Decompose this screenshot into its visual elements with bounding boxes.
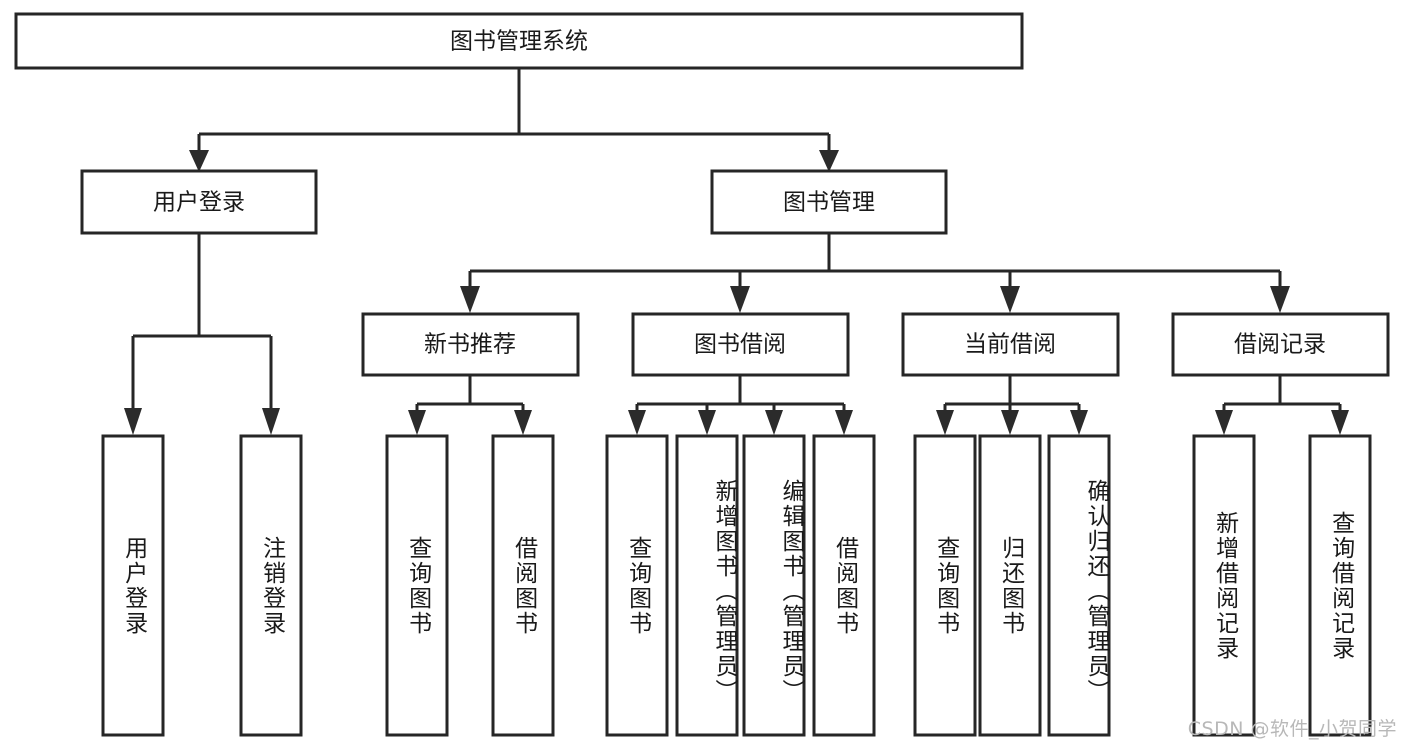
node-root-label: 图书管理系统 [450, 29, 588, 55]
arrow-new-book-leaf2-icon [514, 410, 532, 435]
arrow-current-borrow-leaf3-icon [1070, 410, 1088, 435]
csdn-watermark: CSDN @软件_小贺同学 [1187, 718, 1397, 740]
node-book-borrow[interactable]: 图书借阅 [631, 312, 850, 377]
node-leaf-return-book-box[interactable] [978, 434, 1042, 737]
node-user-login[interactable]: 用户登录 [80, 169, 318, 235]
node-leaf-user-logout-box[interactable] [239, 434, 303, 737]
node-leaf-query-book-3-box[interactable] [913, 434, 977, 737]
node-leaf-query-record-box[interactable] [1308, 434, 1372, 737]
arrow-user-login-leaf1-icon [124, 408, 142, 435]
node-new-book-recommend-box[interactable] [361, 312, 580, 377]
node-current-borrow-label: 当前借阅 [964, 332, 1056, 358]
arrow-book-borrow-leaf4-icon [835, 410, 853, 435]
node-leaf-borrow-book-2-box[interactable] [812, 434, 876, 737]
node-book-manage-label: 图书管理 [783, 190, 875, 216]
arrow-to-borrow-record-icon [1270, 286, 1290, 313]
arrow-to-current-borrow-icon [1000, 286, 1020, 313]
node-leaf-query-book-1-box[interactable] [385, 434, 449, 737]
node-new-book-recommend[interactable]: 新书推荐 [361, 312, 580, 377]
arrow-to-user-login-icon [189, 150, 209, 172]
node-book-manage-box[interactable] [710, 169, 948, 235]
arrow-to-new-book-icon [460, 286, 480, 313]
node-current-borrow[interactable]: 当前借阅 [901, 312, 1120, 377]
node-leaf-edit-book-box[interactable] [742, 434, 806, 737]
arrow-borrow-record-leaf2-icon [1331, 410, 1349, 435]
node-root-box[interactable] [14, 12, 1024, 70]
node-book-borrow-box[interactable] [631, 312, 850, 377]
arrow-user-login-leaf2-icon [262, 408, 280, 435]
node-user-login-box[interactable] [80, 169, 318, 235]
node-user-login-label: 用户登录 [153, 190, 245, 216]
arrow-book-borrow-leaf3-icon [765, 410, 783, 435]
arrow-borrow-record-leaf1-icon [1215, 410, 1233, 435]
node-borrow-record-label: 借阅记录 [1234, 332, 1326, 358]
arrow-current-borrow-leaf1-icon [936, 410, 954, 435]
arrow-to-book-borrow-icon [730, 286, 750, 313]
node-root[interactable]: 图书管理系统 [14, 12, 1024, 70]
arrow-book-borrow-leaf2-icon [698, 410, 716, 435]
arrow-current-borrow-leaf2-icon [1001, 410, 1019, 435]
node-leaf-confirm-return-box[interactable] [1047, 434, 1111, 737]
node-leaf-query-book-2-box[interactable] [605, 434, 669, 737]
node-leaf-add-book-box[interactable] [675, 434, 739, 737]
connector-layer [124, 68, 1349, 435]
node-borrow-record-box[interactable] [1171, 312, 1390, 377]
node-layer: 图书管理系统 用户登录 图书管理 新书推荐 图书借阅 当前 [14, 12, 1390, 737]
node-leaf-borrow-book-1-box[interactable] [491, 434, 555, 737]
node-book-manage[interactable]: 图书管理 [710, 169, 948, 235]
node-leaf-user-login-box[interactable] [101, 434, 165, 737]
arrow-book-borrow-leaf1-icon [628, 410, 646, 435]
node-borrow-record[interactable]: 借阅记录 [1171, 312, 1390, 377]
node-current-borrow-box[interactable] [901, 312, 1120, 377]
arrow-to-book-manage-icon [819, 150, 839, 172]
node-new-book-recommend-label: 新书推荐 [424, 332, 516, 358]
node-book-borrow-label: 图书借阅 [694, 332, 786, 358]
node-leaf-add-record-box[interactable] [1192, 434, 1256, 737]
arrow-new-book-leaf1-icon [408, 410, 426, 435]
